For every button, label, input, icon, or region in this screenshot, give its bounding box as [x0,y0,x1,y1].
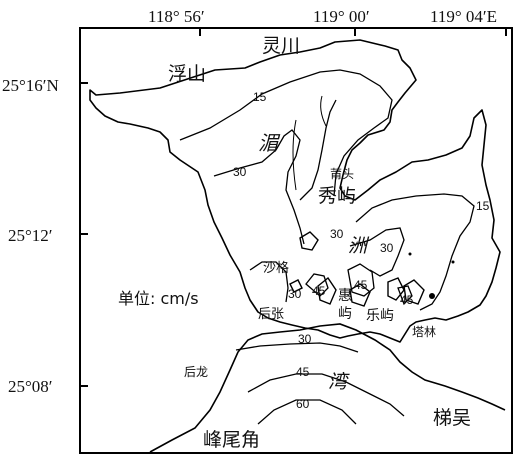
speed-contours [179,69,475,425]
place-lingchuan: 灵川 [262,35,300,57]
place-tiwu: 梯吴 [433,407,471,429]
contour-label: 30 [233,165,247,179]
place-zhou: 洲 [348,235,370,257]
unit-label: 单位: cm/s [118,289,199,308]
contour-label: 45 [400,293,414,307]
contour-label: 30 [288,287,302,301]
place-mei: 湄 [258,131,281,155]
place-houlong: 后龙 [184,365,208,379]
contour-15-east [355,193,475,311]
contour-60-south [257,399,357,425]
frame-ticks [80,28,507,387]
place-leyu: 乐屿 [366,308,394,324]
contour-label: 45 [296,365,310,379]
place-talin: 塔林 [412,325,436,339]
contour-30-right [349,227,405,277]
lon-tick-label: 118° 56′ [148,7,205,26]
islands [289,231,425,307]
place-wan: 湾 [328,371,350,393]
contour-label: 30 [330,227,344,241]
contour-label: 30 [298,332,312,346]
contour-15 [179,69,393,197]
lat-tick-label: 25°08′ [8,377,53,396]
contour-label: 15 [476,199,490,213]
contour-label: 45 [354,278,368,292]
contour-45-a [305,273,329,297]
channel-lines [292,95,327,191]
lon-tick-label: 119° 00′ [313,7,370,26]
place-yu: 屿 [338,306,352,322]
contour-label: 30 [380,241,394,255]
lat-tick-label: 25°16′N [2,76,59,95]
map-frame [79,27,513,454]
contour-30-shage [249,261,289,303]
place-fushan: 浮山 [168,63,206,85]
contour-45-south [247,373,405,417]
south-coastline [149,323,506,453]
contour-30-mid [299,99,337,201]
markers [408,252,455,299]
place-fengweijiao: 峰尾角 [203,429,260,451]
contour-30-west [213,129,305,245]
contour-45-b [347,263,375,297]
place-hui: 惠 [338,288,352,304]
lat-tick-label: 25°12′ [8,226,53,245]
place-houzhang: 后张 [258,307,284,322]
contour-label: 15 [253,90,267,104]
contour-45-c [397,285,413,306]
place-xiuyu: 秀屿 [318,185,356,207]
place-shage: 沙格 [263,260,289,276]
coastline [89,39,501,343]
place-xiutou: 莆头 [330,167,354,181]
contour-30-south [235,342,359,353]
lon-tick-label: 119° 04′E [430,7,497,26]
contour-label: 60 [296,397,310,411]
contour-label: 45 [312,284,326,298]
